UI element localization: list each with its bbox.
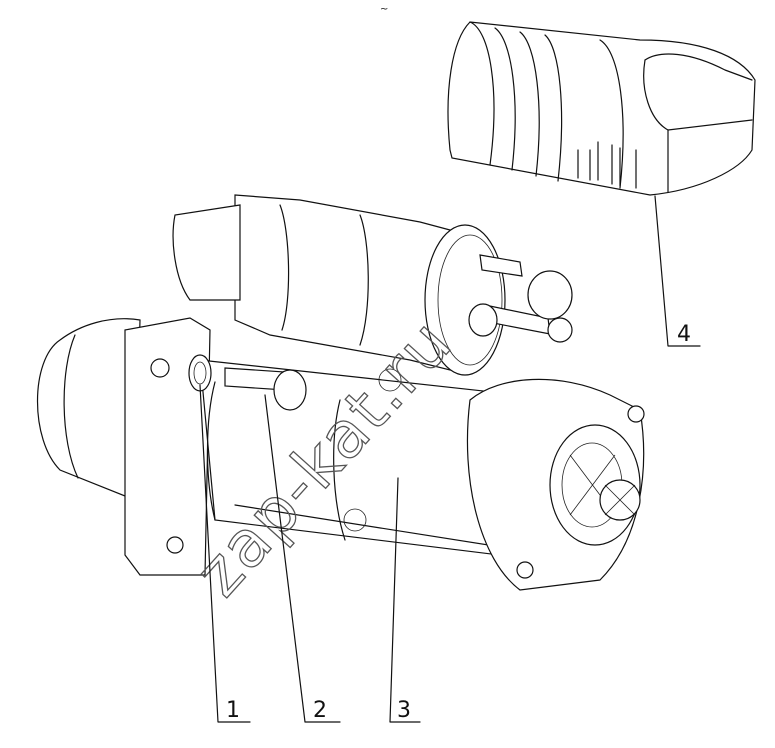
leader-2 xyxy=(264,394,341,723)
callout-4: 4 xyxy=(677,322,691,347)
leader-3 xyxy=(389,477,421,723)
callout-2: 2 xyxy=(313,698,327,723)
solenoid xyxy=(172,194,573,376)
callout-3: 3 xyxy=(397,698,411,723)
drive-housing xyxy=(37,317,211,576)
part-3-motor-body xyxy=(199,359,541,561)
leader-1 xyxy=(199,384,251,723)
end-cap xyxy=(466,378,645,591)
leader-lines xyxy=(199,195,701,723)
part-2-stud xyxy=(224,367,307,411)
leader-4 xyxy=(654,195,701,347)
part-4-boot xyxy=(447,21,756,196)
callout-1: 1 xyxy=(226,698,240,723)
top-mark: ~ xyxy=(380,4,388,15)
